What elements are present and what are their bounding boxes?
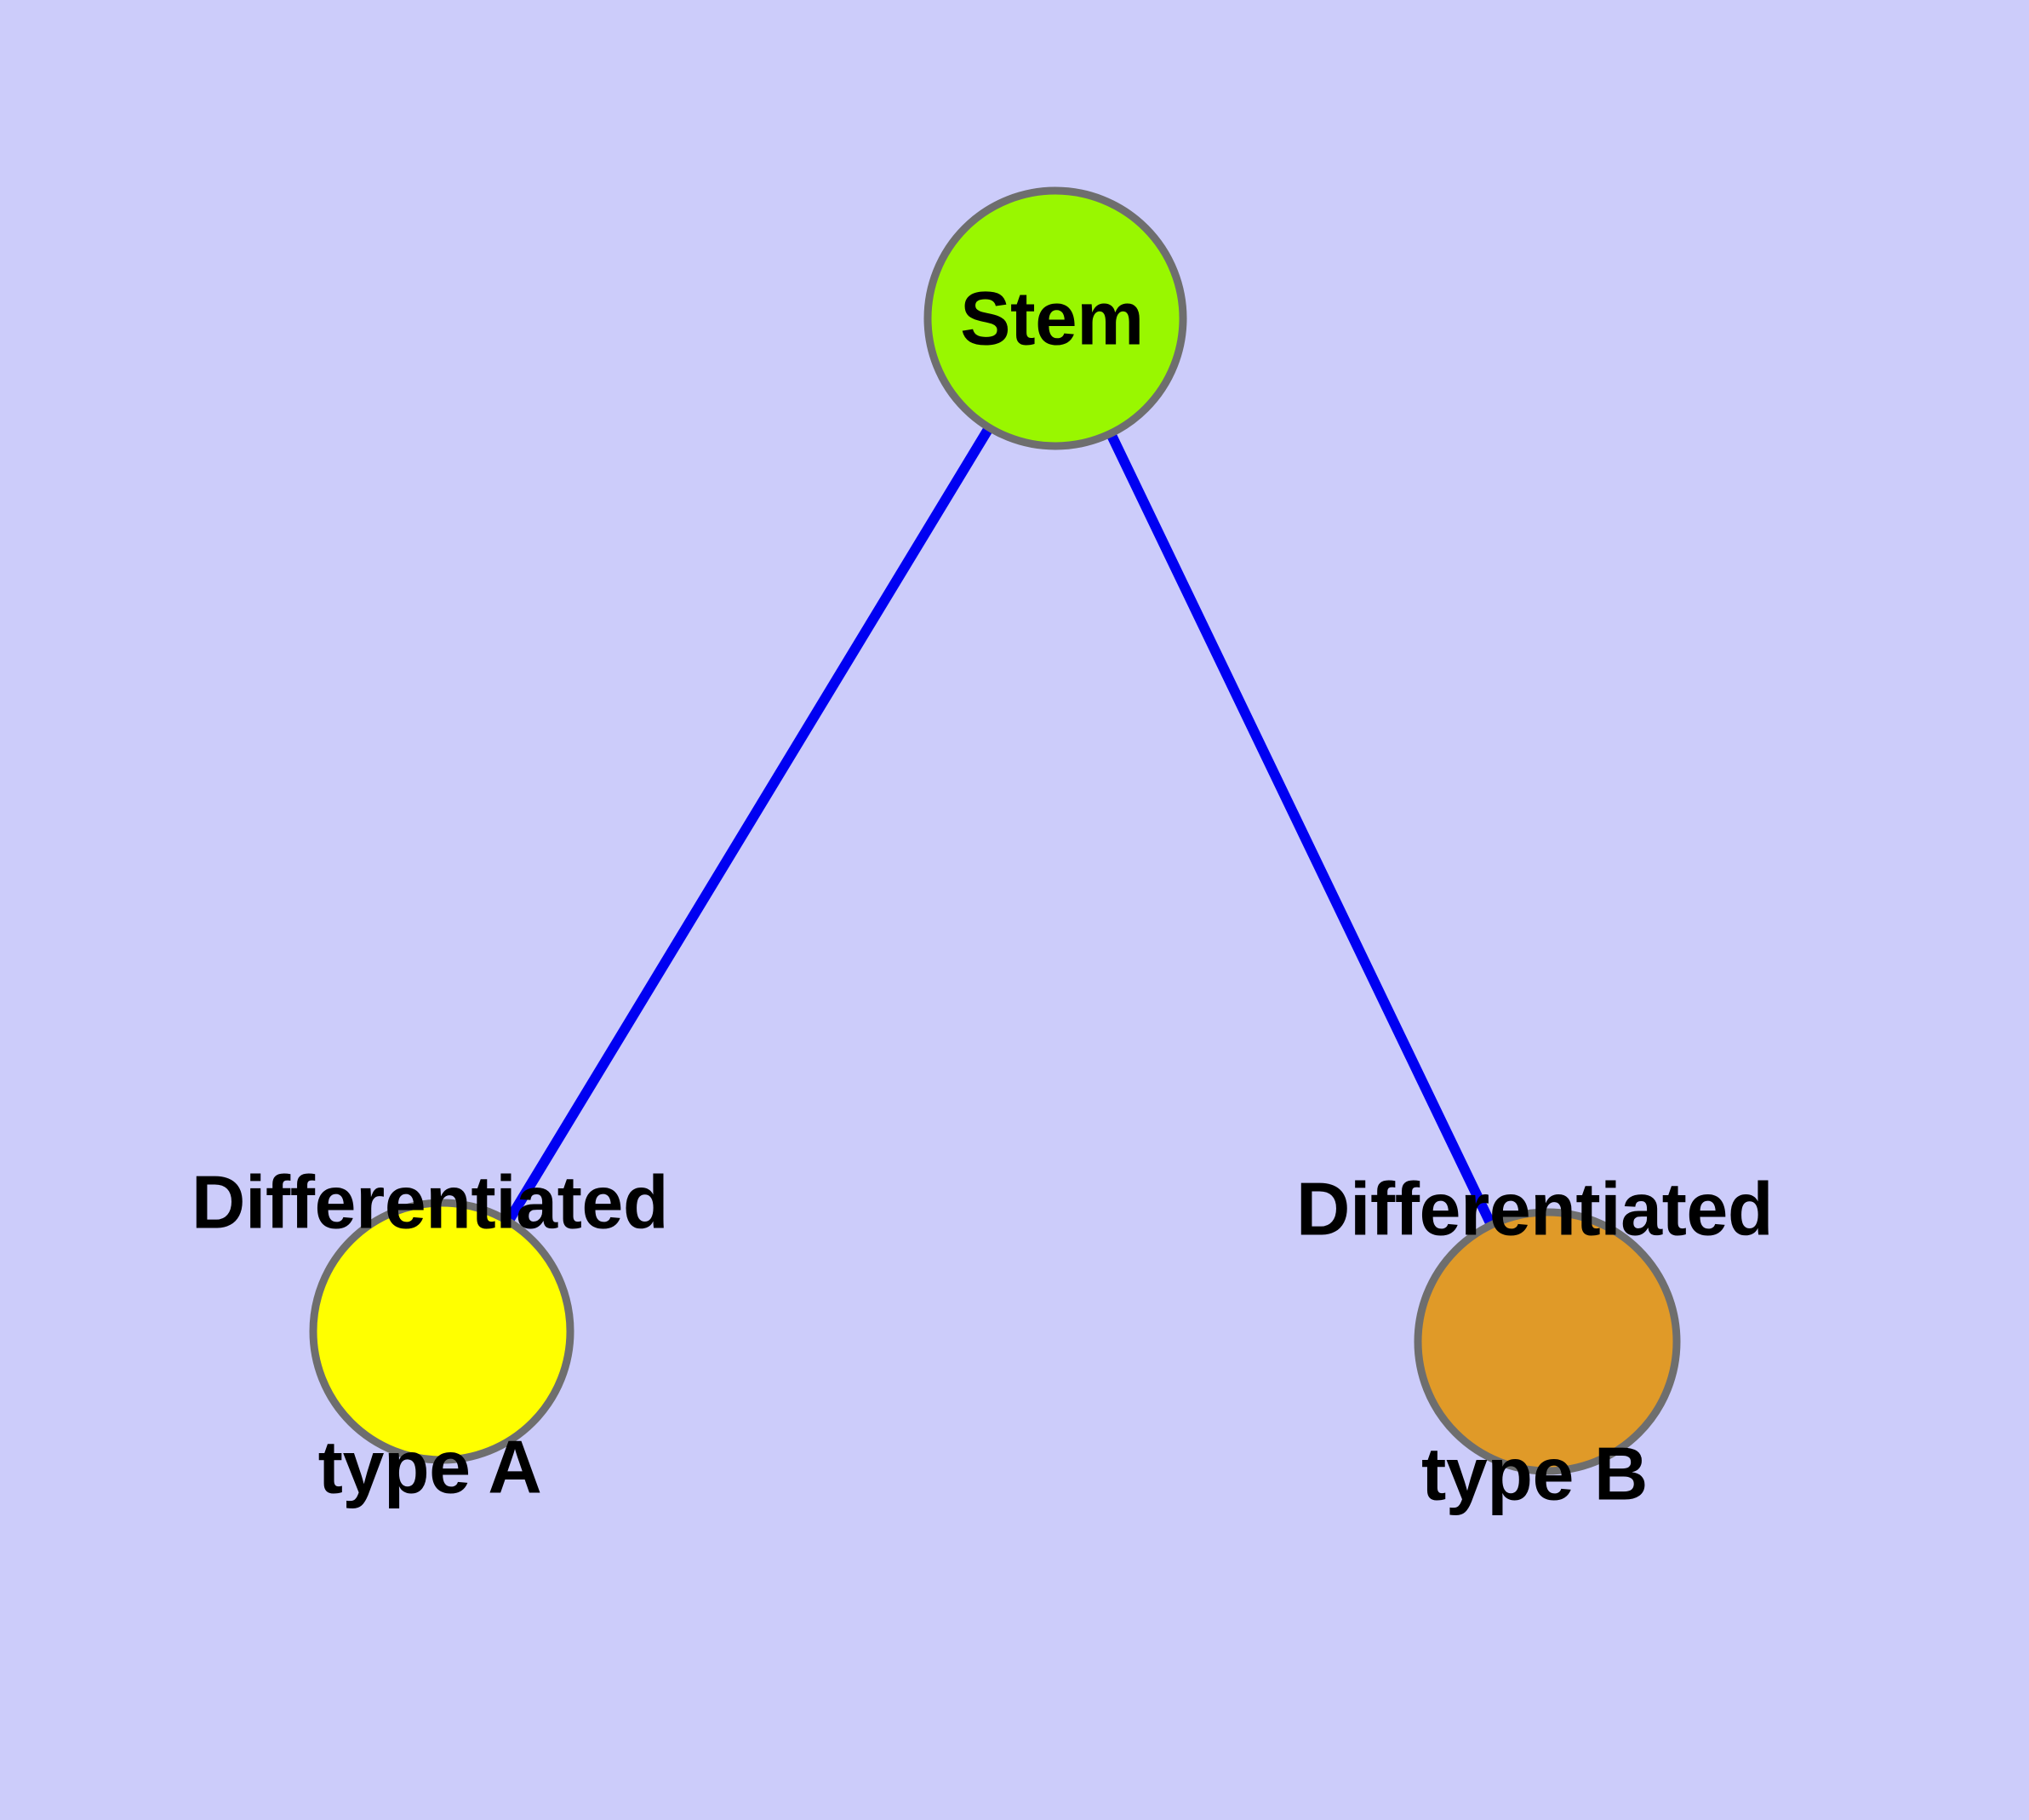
node-differentiated-type-b[interactable] <box>1414 1208 1681 1475</box>
edge-group <box>501 421 1498 1232</box>
edge-stem-to-differentiated-type-b[interactable] <box>1104 427 1498 1232</box>
node-stem[interactable] <box>923 186 1187 450</box>
edge-stem-to-differentiated-type-a[interactable] <box>501 421 996 1228</box>
node-group <box>309 186 1681 1475</box>
node-differentiated-type-a[interactable] <box>309 1199 574 1464</box>
